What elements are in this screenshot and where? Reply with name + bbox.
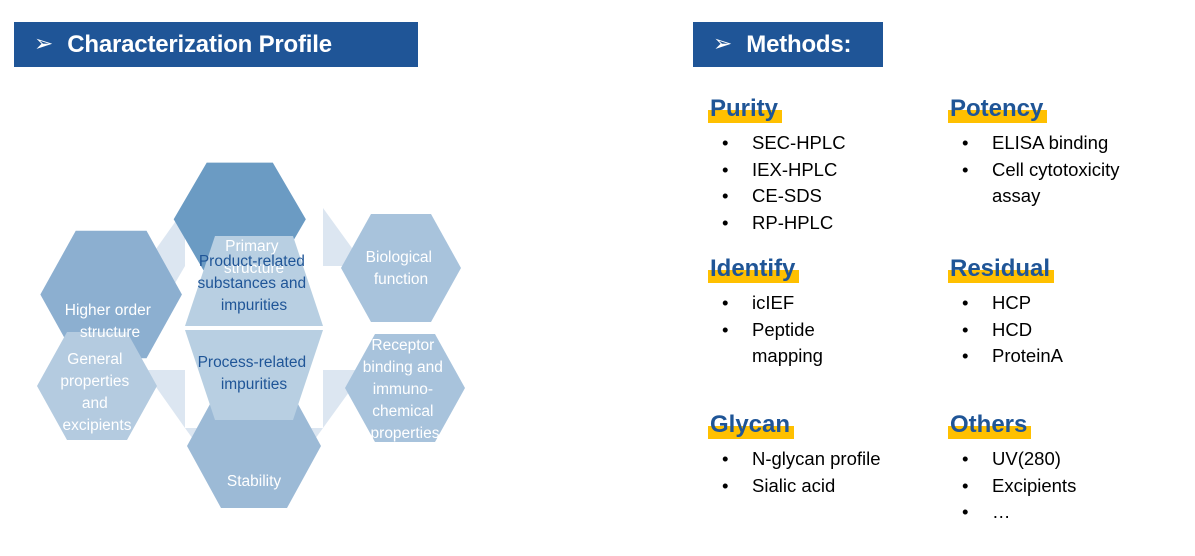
list-item: •CE-SDS xyxy=(700,183,932,209)
bullet-icon: • xyxy=(962,292,969,314)
hexagon-label-biological-function: Biological function xyxy=(366,249,437,288)
bullet-icon: • xyxy=(962,448,969,470)
bullet-icon: • xyxy=(722,474,729,496)
list-item: •HCD xyxy=(940,317,1172,343)
bullet-icon: • xyxy=(962,345,969,367)
hexagon-general-properties xyxy=(37,332,157,440)
bullet-icon: • xyxy=(722,318,729,340)
bullet-icon: • xyxy=(722,132,729,154)
list-item: •Peptide xyxy=(700,317,932,343)
arrow-bullet-icon: ➢ xyxy=(713,31,733,57)
method-block-purity: Purity •SEC-HPLC •IEX-HPLC •CE-SDS •RP-H… xyxy=(700,96,932,236)
bullet-icon: • xyxy=(722,211,729,233)
hexagon-label-product-related: Product-related substances and impuritie… xyxy=(198,253,311,314)
method-heading-others: Others xyxy=(948,412,1032,440)
list-item: •N-glycan profile xyxy=(700,446,932,472)
highlight-bar xyxy=(708,426,795,440)
method-heading-purity: Purity xyxy=(708,96,783,124)
list-item: •RP-HPLC xyxy=(700,210,932,236)
method-list-potency: •ELISA binding •Cell cytotoxicity •assay xyxy=(940,130,1172,209)
characterization-profile-title: Characterization Profile xyxy=(67,30,332,58)
hexagon-higher-order-structure xyxy=(40,230,182,359)
method-heading-residual: Residual xyxy=(948,256,1055,284)
list-item: •Cell cytotoxicity xyxy=(940,157,1172,183)
hexagon-product-related xyxy=(185,236,323,326)
list-item: •SEC-HPLC xyxy=(700,130,932,156)
method-list-others: •UV(280) •Excipients •… xyxy=(940,446,1172,525)
hexagon-biological-function xyxy=(341,214,461,322)
method-block-others: Others •UV(280) •Excipients •… xyxy=(940,412,1172,526)
hexagon-label-stability: Stability xyxy=(227,473,282,490)
highlight-bar xyxy=(708,270,800,284)
methods-grid: Purity •SEC-HPLC •IEX-HPLC •CE-SDS •RP-H… xyxy=(700,96,1180,546)
method-list-purity: •SEC-HPLC •IEX-HPLC •CE-SDS •RP-HPLC xyxy=(700,130,932,235)
bullet-icon: • xyxy=(722,185,729,207)
list-item: •Sialic acid xyxy=(700,473,932,499)
bullet-icon: • xyxy=(722,158,729,180)
bullet-icon: • xyxy=(962,474,969,496)
hexagon-label-general-properties: General properties and excipients xyxy=(60,351,133,434)
list-item: •Excipients xyxy=(940,473,1172,499)
highlight-bar xyxy=(948,426,1032,440)
hexagon-process-related xyxy=(185,330,323,420)
highlight-bar xyxy=(708,110,783,124)
method-block-residual: Residual •HCP •HCD •ProteinA xyxy=(940,256,1172,370)
bullet-icon: • xyxy=(962,501,969,523)
list-item: •ProteinA xyxy=(940,343,1172,369)
method-list-glycan: •N-glycan profile •Sialic acid xyxy=(700,446,932,498)
method-block-glycan: Glycan •N-glycan profile •Sialic acid xyxy=(700,412,932,499)
method-heading-identify: Identify xyxy=(708,256,800,284)
characterization-hexagon-diagram: Primary structure Higher order structure… xyxy=(25,88,485,548)
hexagon-label-receptor-binding: Receptor binding and immuno- chemical pr… xyxy=(363,337,447,442)
method-list-residual: •HCP •HCD •ProteinA xyxy=(940,290,1172,369)
list-item: •icIEF xyxy=(700,290,932,316)
arrow-bullet-icon: ➢ xyxy=(34,31,54,57)
list-item-continuation: •assay xyxy=(992,185,1041,207)
list-item: •ELISA binding xyxy=(940,130,1172,156)
bullet-icon: • xyxy=(962,158,969,180)
method-block-identify: Identify •icIEF •Peptide •mapping xyxy=(700,256,932,370)
bullet-icon: • xyxy=(962,132,969,154)
method-block-potency: Potency •ELISA binding •Cell cytotoxicit… xyxy=(940,96,1172,210)
hexagon-receptor-binding xyxy=(345,334,465,442)
method-heading-glycan: Glycan xyxy=(708,412,795,440)
list-item: •UV(280) xyxy=(940,446,1172,472)
list-item: •… xyxy=(940,499,1172,525)
list-item: •HCP xyxy=(940,290,1172,316)
hexagon-label-higher-order-structure: Higher order structure xyxy=(65,302,155,341)
bullet-icon: • xyxy=(722,292,729,314)
methods-title: Methods: xyxy=(746,30,852,58)
list-item: •IEX-HPLC xyxy=(700,157,932,183)
highlight-bar xyxy=(948,270,1055,284)
bullet-icon: • xyxy=(722,448,729,470)
methods-banner: ➢ Methods: xyxy=(693,22,883,67)
method-list-identify: •icIEF •Peptide •mapping xyxy=(700,290,932,369)
hexagon-label-primary-structure: Primary structure xyxy=(224,238,284,277)
method-heading-potency: Potency xyxy=(948,96,1048,124)
bullet-icon: • xyxy=(962,318,969,340)
characterization-profile-banner: ➢ Characterization Profile xyxy=(14,22,418,67)
highlight-bar xyxy=(948,110,1048,124)
list-item-continuation: •mapping xyxy=(752,345,823,367)
hexagon-label-process-related: Process-related impurities xyxy=(198,354,311,393)
